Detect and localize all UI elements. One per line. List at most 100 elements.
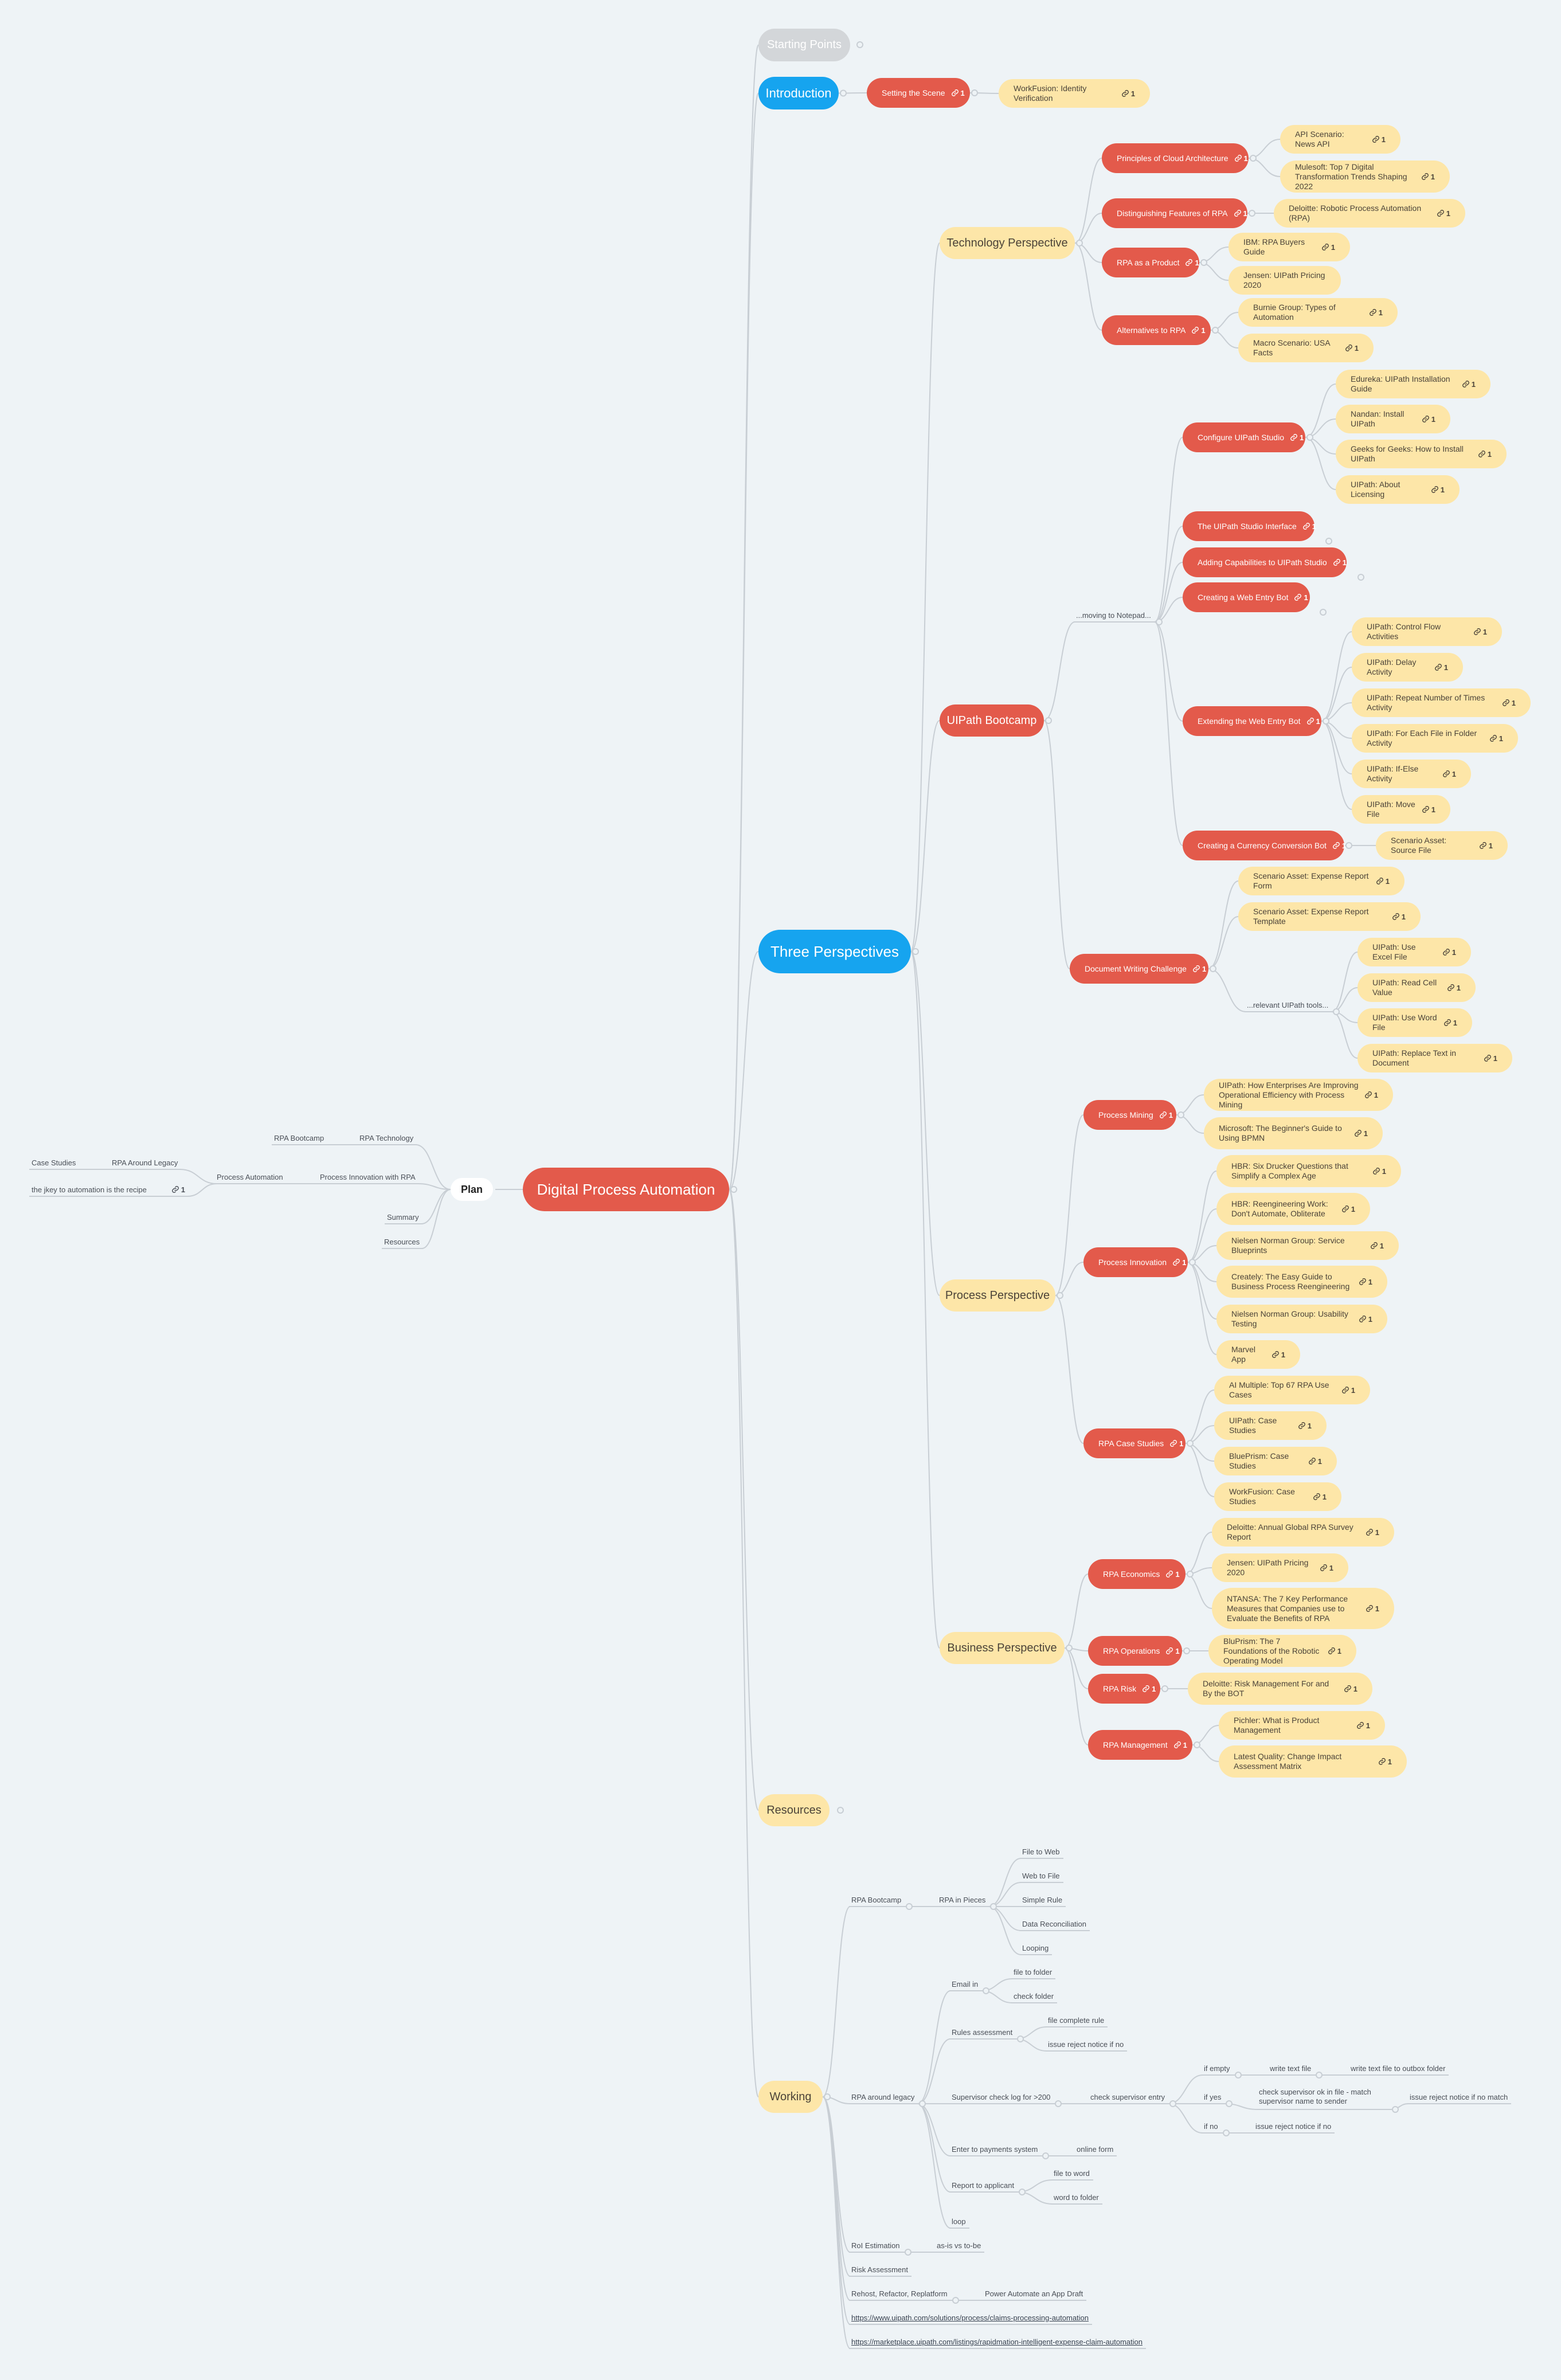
- link-count-badge[interactable]: 1: [1363, 308, 1383, 318]
- link-count-badge[interactable]: 1: [1307, 1492, 1327, 1502]
- enter-payments-topic[interactable]: Enter to payments system: [952, 2142, 1038, 2156]
- deloitte-rpa-leaf[interactable]: Deloitte: Robotic Process Automation (RP…: [1274, 199, 1465, 228]
- collapse-handle[interactable]: [919, 2100, 926, 2107]
- collapse-handle[interactable]: [1323, 718, 1329, 725]
- collapse-handle[interactable]: [730, 1186, 737, 1193]
- collapse-handle[interactable]: [1316, 2072, 1323, 2078]
- microsoft-bpmn-leaf[interactable]: Microsoft: The Beginner's Guide to Using…: [1204, 1117, 1383, 1149]
- plan-topic[interactable]: Plan: [451, 1178, 493, 1201]
- three-perspectives-topic[interactable]: Three Perspectives: [758, 930, 911, 973]
- collapse-handle[interactable]: [1187, 1571, 1194, 1577]
- online-form-topic[interactable]: online form: [1077, 2142, 1113, 2156]
- collapse-handle[interactable]: [840, 89, 847, 97]
- rules-assessment-topic[interactable]: Rules assessment: [952, 2025, 1012, 2039]
- link-count-badge[interactable]: 1: [1351, 1721, 1370, 1731]
- data-reconciliation-topic[interactable]: Data Reconciliation: [1022, 1917, 1086, 1931]
- collapse-handle[interactable]: [1235, 2072, 1242, 2078]
- process-innovation-with-rpa-topic[interactable]: Process Innovation with RPA: [320, 1170, 416, 1184]
- latest-quality-leaf[interactable]: Latest Quality: Change Impact Assessment…: [1219, 1745, 1407, 1778]
- collapse-handle[interactable]: [1042, 2152, 1049, 2159]
- file-to-web-topic[interactable]: File to Web: [1022, 1845, 1060, 1858]
- link-count-badge[interactable]: 1: [1136, 1685, 1156, 1693]
- if-yes-topic[interactable]: if yes: [1204, 2090, 1221, 2104]
- link-count-badge[interactable]: 1: [1327, 558, 1347, 567]
- claims-processing-link[interactable]: https://www.uipath.com/solutions/process…: [851, 2311, 1089, 2324]
- link-count-badge[interactable]: 1: [1438, 1018, 1457, 1028]
- link-count-badge[interactable]: 1: [1367, 1166, 1386, 1176]
- write-text-outbox-topic[interactable]: write text file to outbox folder: [1351, 2061, 1445, 2075]
- link-count-badge[interactable]: 1: [945, 89, 965, 97]
- link-count-badge[interactable]: 1: [1160, 1570, 1180, 1579]
- link-count-badge[interactable]: 1: [166, 1185, 185, 1194]
- resources-topic[interactable]: Resources: [758, 1794, 830, 1826]
- risk-assessment-topic[interactable]: Risk Assessment: [851, 2262, 908, 2276]
- link-count-badge[interactable]: 1: [1425, 485, 1445, 495]
- link-count-badge[interactable]: 1: [1179, 259, 1199, 267]
- hbr-drucker-leaf[interactable]: HBR: Six Drucker Questions that Simplify…: [1216, 1155, 1401, 1187]
- technology-perspective-topic[interactable]: Technology Perspective: [940, 227, 1075, 259]
- supervisor-check-topic[interactable]: Supervisor check log for >200: [952, 2090, 1050, 2104]
- link-count-badge[interactable]: 1: [1314, 1563, 1333, 1573]
- link-count-badge[interactable]: 1: [1153, 1111, 1173, 1119]
- mulesoft-leaf[interactable]: Mulesoft: Top 7 Digital Transformation T…: [1280, 161, 1450, 193]
- link-count-badge[interactable]: 1: [1496, 698, 1516, 708]
- link-count-badge[interactable]: 1: [1336, 1204, 1355, 1214]
- collapse-handle[interactable]: [1161, 1685, 1168, 1692]
- issue-reject-no-match-topic[interactable]: issue reject notice if no match: [1410, 2090, 1508, 2104]
- link-count-badge[interactable]: 1: [1302, 1457, 1322, 1466]
- issue-reject-if-no-topic[interactable]: issue reject notice if no: [1255, 2119, 1331, 2133]
- working-rpa-bootcamp-topic[interactable]: RPA Bootcamp: [851, 1893, 901, 1907]
- link-count-badge[interactable]: 1: [1284, 433, 1304, 442]
- link-count-badge[interactable]: 1: [1187, 965, 1206, 973]
- uipath-bootcamp-topic[interactable]: UIPath Bootcamp: [940, 704, 1044, 737]
- nielsen-blueprints-leaf[interactable]: Nielsen Norman Group: Service Blueprints…: [1216, 1231, 1399, 1260]
- collapse-handle[interactable]: [1357, 574, 1364, 581]
- collapse-handle[interactable]: [1226, 2100, 1233, 2107]
- link-count-badge[interactable]: 1: [1484, 734, 1503, 743]
- link-count-badge[interactable]: 1: [1472, 449, 1492, 459]
- relevant-tools-topic[interactable]: ...relevant UIPath tools...: [1247, 998, 1328, 1012]
- collapse-handle[interactable]: [856, 41, 863, 48]
- link-count-badge[interactable]: 1: [1372, 1757, 1392, 1767]
- file-complete-rule-topic[interactable]: file complete rule: [1048, 2013, 1104, 2027]
- introduction-topic[interactable]: Introduction: [758, 77, 839, 109]
- collapse-handle[interactable]: [1156, 619, 1163, 625]
- collapse-handle[interactable]: [971, 89, 978, 96]
- plan-resources-topic[interactable]: Resources: [384, 1235, 420, 1248]
- deloitte-survey-leaf[interactable]: Deloitte: Annual Global RPA Survey Repor…: [1212, 1518, 1394, 1547]
- link-count-badge[interactable]: 1: [1322, 1646, 1341, 1656]
- collapse-handle[interactable]: [1055, 2100, 1062, 2107]
- root-topic[interactable]: Digital Process Automation: [523, 1168, 729, 1211]
- ntansa-leaf[interactable]: NTANSA: The 7 Key Performance Measures t…: [1212, 1588, 1394, 1629]
- collapse-handle[interactable]: [1212, 327, 1219, 334]
- collapse-handle[interactable]: [1076, 240, 1083, 246]
- link-count-badge[interactable]: 1: [1327, 841, 1346, 850]
- collapse-handle[interactable]: [1066, 1645, 1073, 1651]
- link-count-badge[interactable]: 1: [1431, 209, 1450, 218]
- link-count-badge[interactable]: 1: [1415, 172, 1435, 182]
- link-count-badge[interactable]: 1: [1316, 242, 1335, 252]
- link-count-badge[interactable]: 1: [1441, 983, 1461, 993]
- rpa-technology-topic[interactable]: RPA Technology: [359, 1131, 413, 1145]
- collapse-handle[interactable]: [1333, 1008, 1340, 1015]
